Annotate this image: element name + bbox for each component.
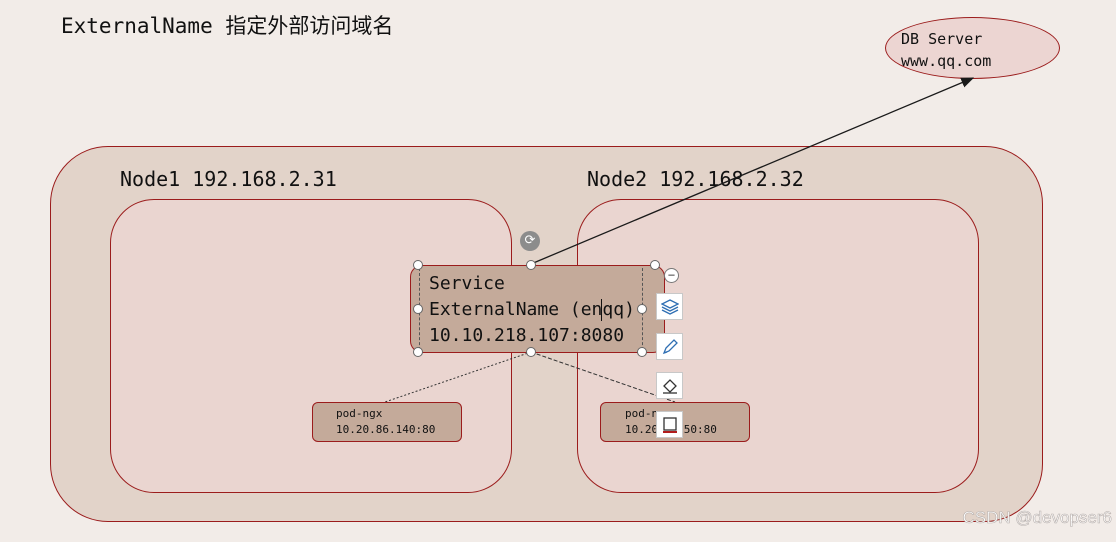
node1-label: Node1 192.168.2.31 [120,167,337,191]
fill-icon[interactable] [656,372,683,399]
resize-handle-right[interactable] [637,304,647,314]
db-server-text: DB Server www.qq.com [901,28,991,72]
db-server-ellipse[interactable] [885,17,1060,79]
resize-handle-left[interactable] [413,304,423,314]
diagram-title: ExternalName 指定外部访问域名 [61,14,394,38]
pen-icon[interactable] [656,333,683,360]
db-server-name: DB Server [901,30,983,48]
service-type: ExternalName (enqq) [429,299,635,320]
collapse-icon[interactable]: − [664,268,679,283]
db-server-domain: www.qq.com [901,52,992,70]
watermark: CSDN @devopser6 [962,508,1112,528]
resize-handle-top-right[interactable] [650,260,660,270]
pod2-address-tail: 150:80 [677,423,717,436]
resize-handle-bottom[interactable] [526,347,536,357]
pod2-address: 10.20 150:80 [625,422,717,438]
resize-handle-top[interactable] [526,260,536,270]
resize-handle-bottom-right[interactable] [637,347,647,357]
node2-label: Node2 192.168.2.32 [587,167,804,191]
layers-icon[interactable] [656,293,683,320]
pod1-box[interactable] [312,402,462,442]
service-box[interactable] [410,265,665,353]
text-cursor [601,299,602,321]
service-address: 10.10.218.107:8080 [429,325,625,346]
service-to-db-arrow [530,77,975,265]
pod1-text: pod-ngx 10.20.86.140:80 [336,406,435,438]
pod2-text: pod-n 10.20 150:80 [625,406,717,438]
border-icon[interactable] [656,411,683,438]
pod2-address-head: 10.20 [625,423,659,436]
pod2-name: pod-n [625,407,659,420]
service-to-pod1-line [384,351,532,403]
rotate-handle-icon[interactable]: ⟳ [520,231,540,251]
resize-handle-top-left[interactable] [413,260,423,270]
resize-handle-bottom-left[interactable] [413,347,423,357]
pod1-address: 10.20.86.140:80 [336,423,436,436]
service-to-pod2-line [530,351,676,403]
service-title: Service [429,273,505,294]
pod1-name: pod-ngx [336,407,383,420]
